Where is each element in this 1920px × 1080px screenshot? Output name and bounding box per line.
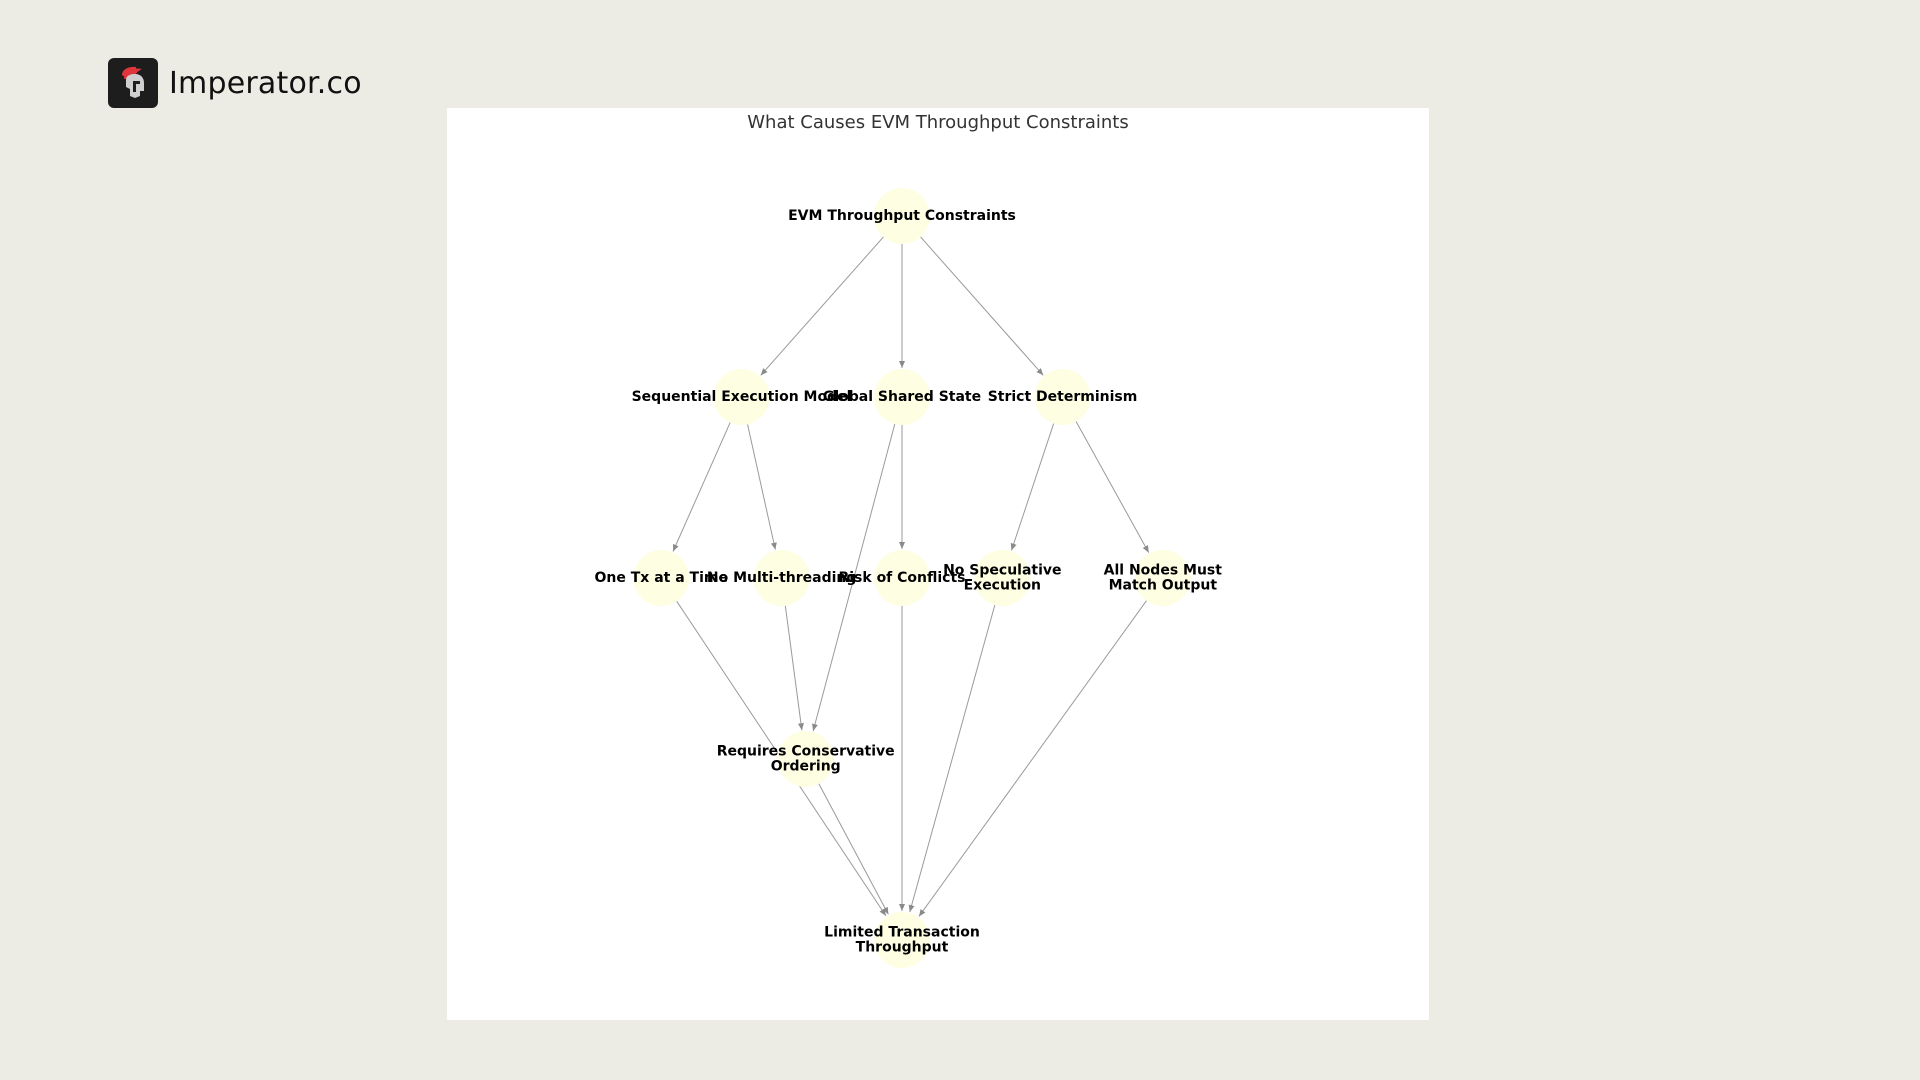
node-label: Match Output bbox=[1109, 578, 1218, 594]
node-circle bbox=[1134, 550, 1191, 606]
node-circle bbox=[633, 550, 690, 606]
node-circle bbox=[874, 550, 930, 606]
node-seq: Sequential Execution Model bbox=[632, 369, 852, 425]
node-label: All Nodes Must bbox=[1104, 563, 1223, 579]
node-label: Global Shared State bbox=[823, 389, 981, 405]
edges-layer bbox=[672, 236, 1150, 917]
node-circle bbox=[874, 369, 930, 425]
node-risk: Risk of Conflicts bbox=[838, 550, 966, 606]
node-circle bbox=[753, 550, 810, 606]
node-circle bbox=[874, 912, 930, 968]
node-label: One Tx at a Time bbox=[595, 570, 728, 586]
edge-seq-to-onetx bbox=[672, 422, 731, 552]
edge-global-to-req bbox=[812, 423, 896, 732]
node-nomulti: No Multi-threading bbox=[707, 550, 857, 606]
node-strict: Strict Determinism bbox=[988, 369, 1138, 425]
node-circle bbox=[1034, 369, 1091, 425]
edge-evm-to-strict bbox=[920, 236, 1044, 376]
brand-name: Imperator.co bbox=[169, 65, 362, 101]
node-label: Strict Determinism bbox=[988, 389, 1138, 405]
node-label: Throughput bbox=[856, 940, 949, 956]
edge-seq-to-nomulti bbox=[747, 424, 777, 550]
edge-strict-to-nospec bbox=[1010, 423, 1055, 551]
node-label: No Speculative bbox=[943, 563, 1061, 579]
node-label: Requires Conservative bbox=[717, 744, 895, 760]
edge-nomulti-to-req bbox=[784, 605, 804, 731]
node-label: Risk of Conflicts bbox=[838, 570, 965, 586]
edge-evm-to-seq bbox=[760, 236, 884, 376]
node-label: Execution bbox=[964, 578, 1041, 594]
edge-req-to-limited bbox=[818, 783, 889, 915]
node-evm: EVM Throughput Constraints bbox=[788, 188, 1016, 244]
edge-nospec-to-limited bbox=[908, 604, 996, 913]
node-label: Ordering bbox=[771, 759, 841, 775]
node-circle bbox=[713, 369, 770, 425]
node-circle bbox=[874, 188, 930, 244]
edge-allnodes-to-limited bbox=[918, 600, 1147, 917]
node-circle bbox=[777, 731, 834, 787]
node-label: Sequential Execution Model bbox=[632, 389, 852, 405]
node-label: Limited Transaction bbox=[824, 925, 980, 941]
brand: Imperator.co bbox=[108, 58, 362, 108]
node-label: No Multi-threading bbox=[707, 570, 857, 586]
node-circle bbox=[974, 550, 1031, 606]
diagram-panel: What Causes EVM Throughput Constraints E… bbox=[447, 108, 1429, 1020]
node-label: EVM Throughput Constraints bbox=[788, 208, 1016, 224]
edge-strict-to-allnodes bbox=[1075, 421, 1150, 553]
spartan-helmet-icon bbox=[122, 66, 144, 98]
node-onetx: One Tx at a Time bbox=[595, 550, 728, 606]
brand-logo bbox=[108, 58, 158, 108]
node-global: Global Shared State bbox=[823, 369, 981, 425]
diagram-title: What Causes EVM Throughput Constraints bbox=[747, 112, 1129, 133]
